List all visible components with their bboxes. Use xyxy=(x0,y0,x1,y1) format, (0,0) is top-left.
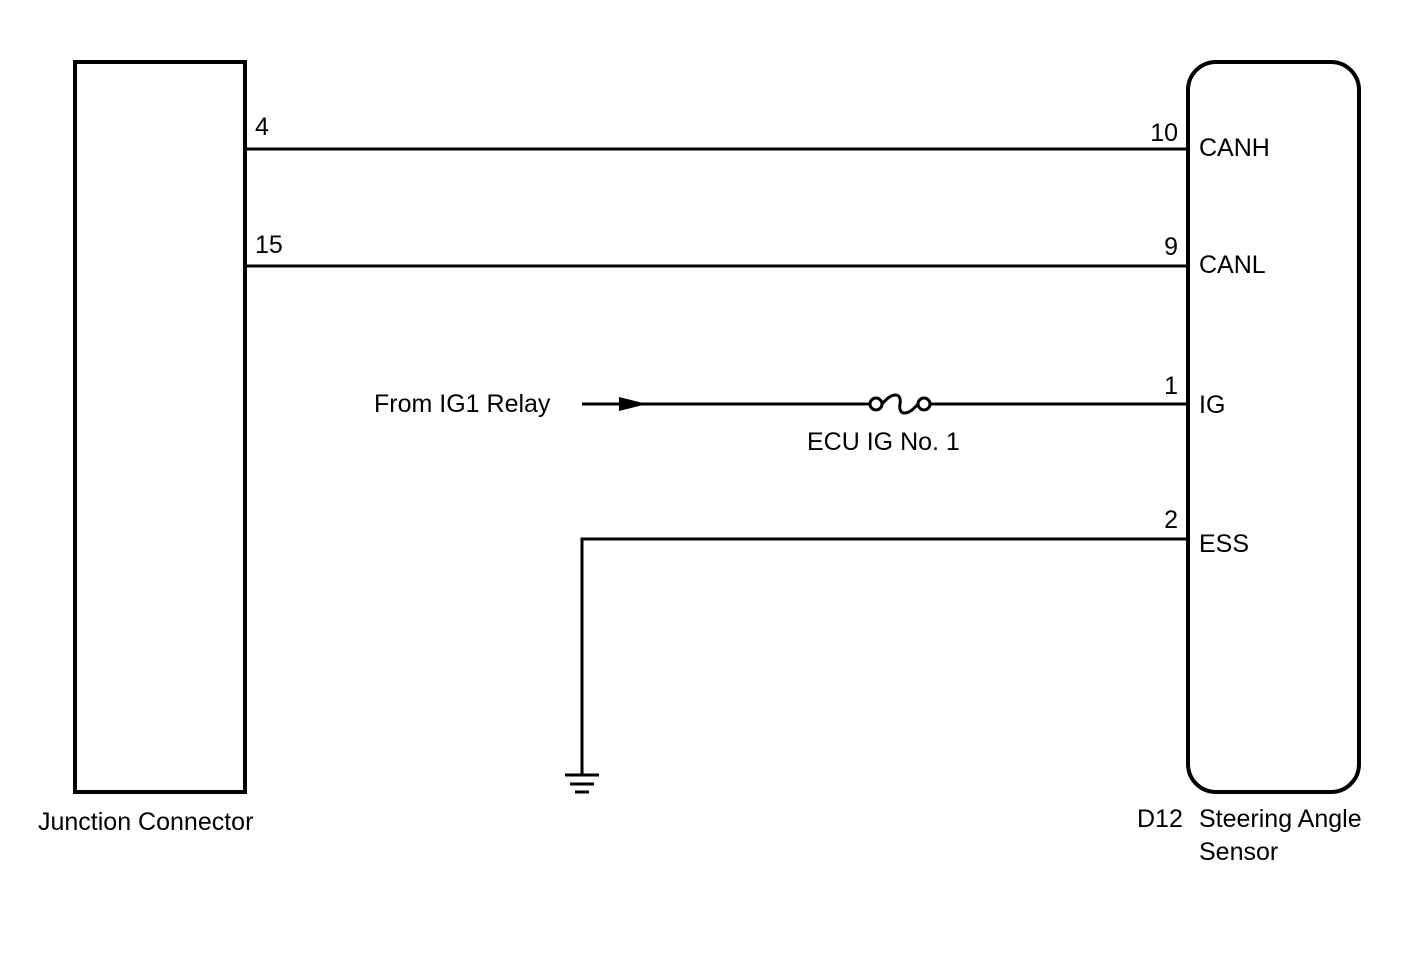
fuse-label: ECU IG No. 1 xyxy=(807,428,960,456)
pin-junction-canl: 15 xyxy=(255,231,283,259)
signal-canh: CANH xyxy=(1199,134,1270,162)
wire-ess xyxy=(580,537,1188,774)
fuse-icon xyxy=(868,393,932,415)
arrow-icon xyxy=(619,397,647,411)
ig-source-label: From IG1 Relay xyxy=(374,390,551,418)
pin-sensor-canh: 10 xyxy=(1150,119,1178,147)
pin-sensor-canl: 9 xyxy=(1164,233,1178,261)
pin-sensor-ess: 2 xyxy=(1164,506,1178,534)
steering-angle-sensor-box xyxy=(1186,60,1361,794)
sensor-label-line2: Sensor xyxy=(1199,838,1278,866)
junction-connector-label: Junction Connector xyxy=(38,808,253,836)
signal-ig: IG xyxy=(1199,391,1225,419)
pin-sensor-ig: 1 xyxy=(1164,372,1178,400)
sensor-label-line1: Steering Angle xyxy=(1199,805,1362,833)
junction-connector-box xyxy=(73,60,247,794)
ground-icon xyxy=(565,773,599,794)
signal-ess: ESS xyxy=(1199,530,1249,558)
signal-canl: CANL xyxy=(1199,251,1266,279)
pin-junction-canh: 4 xyxy=(255,113,269,141)
sensor-code: D12 xyxy=(1137,805,1183,833)
